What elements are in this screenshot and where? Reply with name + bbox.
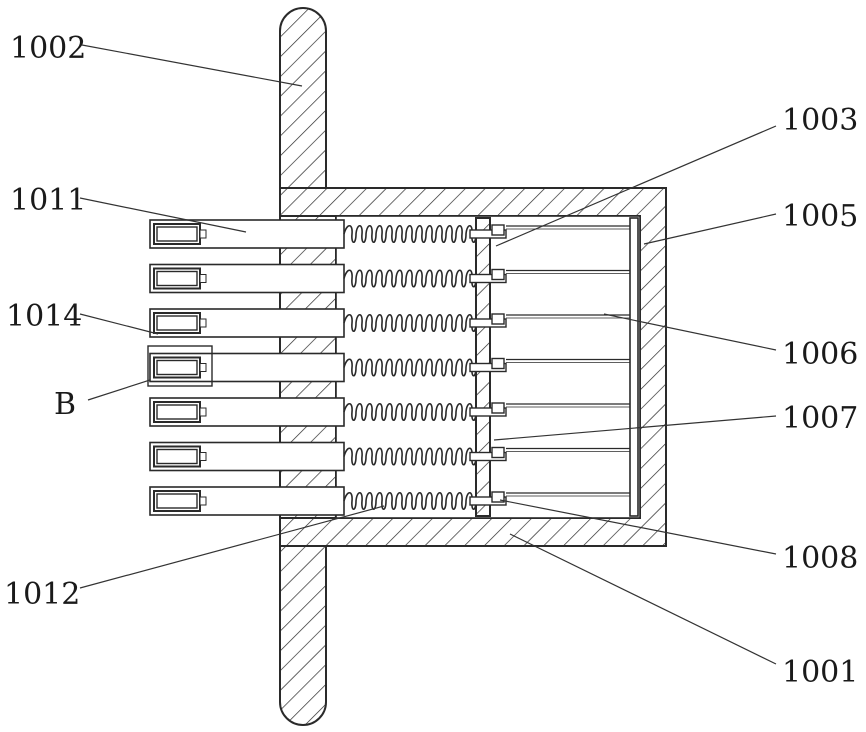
leader-1014	[79, 313, 159, 335]
callout-1012: 1012	[4, 577, 80, 612]
callout-1011: 1011	[10, 183, 86, 218]
pin-tab	[199, 274, 207, 283]
callout-1001: 1001	[782, 655, 858, 690]
rod-head	[491, 446, 505, 459]
callout-1006: 1006	[782, 337, 858, 372]
leader-1008	[499, 499, 777, 555]
leader-b	[87, 379, 151, 401]
pin-insert-inner	[156, 493, 198, 509]
spring-coil	[343, 447, 477, 466]
spring-coil	[343, 313, 477, 333]
callout-1008: 1008	[782, 541, 858, 576]
rod-collar	[469, 362, 507, 373]
spring-coil	[343, 358, 477, 377]
pin-insert-inner	[156, 226, 198, 242]
spring-coil	[343, 269, 477, 288]
pin-tab	[199, 496, 207, 506]
vertical-plate-upper	[279, 7, 327, 219]
rod-head	[491, 313, 505, 325]
callout-b: B	[54, 387, 76, 422]
pin-insert-inner	[156, 359, 198, 376]
leader-1011	[79, 197, 247, 233]
rod-collar	[469, 407, 507, 417]
leader-1006	[603, 313, 777, 351]
rod-head	[491, 268, 505, 281]
row-assemblies	[149, 219, 630, 516]
pin-tab	[199, 363, 207, 372]
rod-head	[491, 224, 505, 236]
pin-tab	[199, 452, 207, 461]
pin-insert-inner	[156, 404, 198, 420]
rod-collar	[469, 451, 507, 462]
pin-insert-inner	[156, 270, 198, 287]
leader-1003	[495, 125, 777, 247]
rod-collar	[469, 229, 507, 239]
callout-1014: 1014	[6, 299, 82, 334]
rod-collar	[469, 318, 507, 328]
callout-1003: 1003	[782, 103, 858, 138]
rod-head	[491, 402, 505, 414]
rod-head	[491, 491, 505, 503]
leader-1002	[81, 44, 303, 87]
detail-box-b	[147, 345, 213, 387]
pin-insert-inner	[156, 315, 198, 331]
leader-1007	[493, 415, 777, 441]
spring-coil	[343, 402, 477, 422]
pin-insert-inner	[156, 448, 198, 465]
leader-1005	[643, 213, 777, 245]
rod-head	[491, 357, 505, 370]
pin-tab	[199, 407, 207, 417]
end-plate	[629, 217, 639, 517]
spring-coil	[343, 224, 477, 244]
rod-collar	[469, 273, 507, 284]
callout-1005: 1005	[782, 199, 858, 234]
callout-1007: 1007	[782, 401, 858, 436]
callout-1002: 1002	[10, 31, 86, 66]
leader-1012	[79, 505, 385, 589]
spring-coil	[343, 491, 477, 511]
pin-tab	[199, 229, 207, 239]
pin-tab	[199, 318, 207, 328]
leader-1001	[509, 533, 777, 665]
